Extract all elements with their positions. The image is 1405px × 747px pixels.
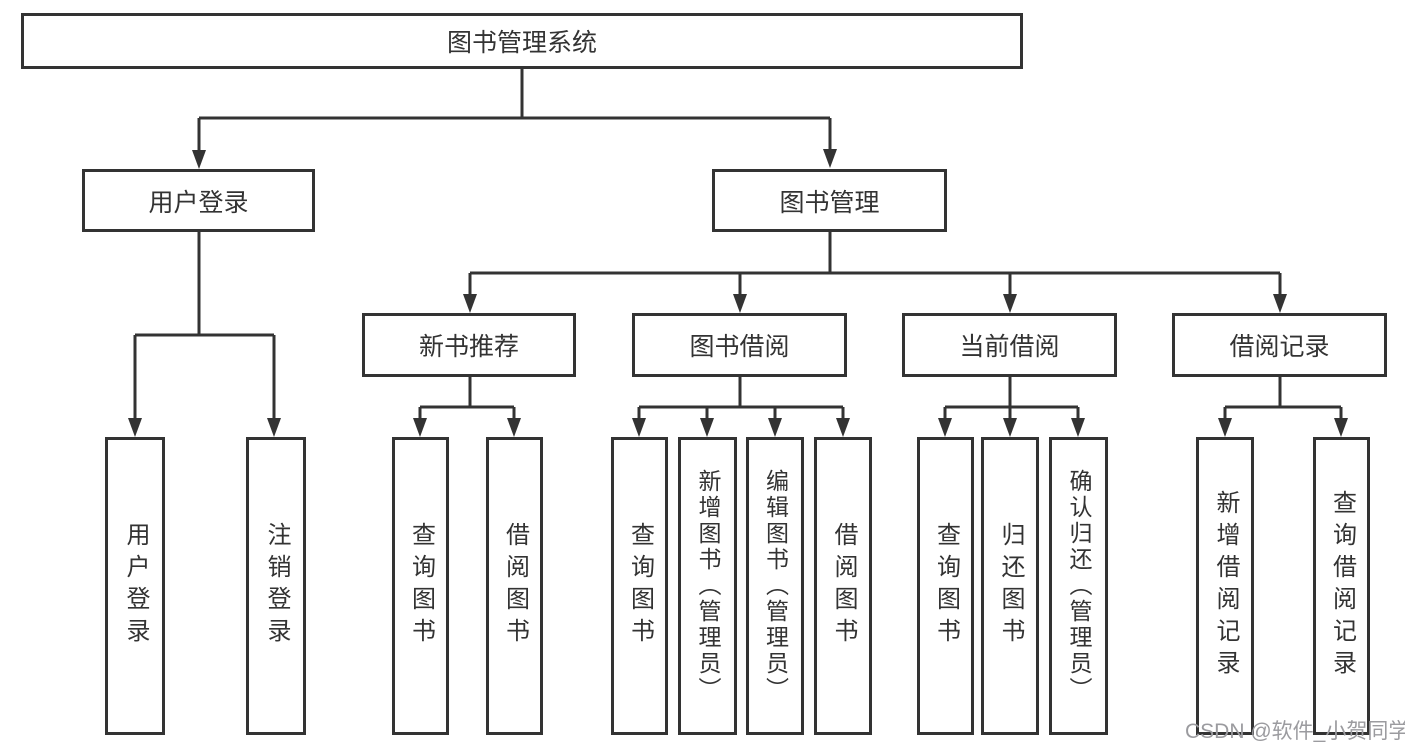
node-label: 新书推荐	[418, 333, 519, 361]
node-label: 新增图书（管理员）	[695, 469, 721, 703]
node-label: 借阅图书	[501, 522, 529, 650]
leaf-confirm-return-admin: 确认归还（管理员）	[1049, 437, 1108, 735]
node-current-borrowing: 当前借阅	[902, 313, 1117, 377]
leaf-query-borrow-record: 查询借阅记录	[1313, 437, 1370, 735]
node-label: 借阅图书	[830, 522, 857, 650]
leaf-borrow-books: 借阅图书	[814, 437, 872, 735]
leaf-query-books-current: 查询图书	[917, 437, 974, 735]
node-label: 确认归还（管理员）	[1066, 469, 1092, 703]
node-label: 查询借阅记录	[1328, 490, 1356, 682]
leaf-add-borrow-record: 新增借阅记录	[1196, 437, 1254, 735]
node-label: 新增借阅记录	[1212, 490, 1239, 682]
node-book-management: 图书管理	[712, 169, 947, 232]
node-label: 归还图书	[997, 522, 1024, 650]
node-book-borrowing: 图书借阅	[632, 313, 847, 377]
leaf-logout: 注销登录	[246, 437, 306, 735]
node-library-management-system: 图书管理系统	[21, 13, 1023, 69]
leaf-query-books-recommend: 查询图书	[392, 437, 449, 735]
csdn-watermark: CSDN @软件_小贺同学	[1185, 720, 1405, 743]
node-label: 用户登录	[122, 522, 149, 650]
node-label: 当前借阅	[959, 333, 1060, 361]
leaf-user-login: 用户登录	[105, 437, 165, 735]
leaf-query-books-borrowing: 查询图书	[611, 437, 668, 735]
leaf-add-books-admin: 新增图书（管理员）	[678, 437, 737, 735]
node-label: 借阅记录	[1229, 333, 1330, 361]
leaf-return-books: 归还图书	[981, 437, 1039, 735]
node-label: 查询图书	[407, 522, 435, 650]
node-label: 图书借阅	[689, 333, 790, 361]
node-label: 图书管理系统	[446, 29, 597, 57]
node-label: 查询图书	[932, 522, 960, 650]
node-label: 编辑图书（管理员）	[762, 469, 789, 703]
node-user-login: 用户登录	[82, 169, 315, 232]
node-borrow-records: 借阅记录	[1172, 313, 1387, 377]
node-label: 用户登录	[148, 188, 249, 217]
leaf-edit-books-admin: 编辑图书（管理员）	[746, 437, 804, 735]
node-label: 查询图书	[626, 522, 654, 650]
node-label: 图书管理	[779, 188, 880, 217]
node-label: 注销登录	[263, 522, 290, 650]
leaf-borrow-books-recommend: 借阅图书	[486, 437, 543, 735]
node-new-book-recommend: 新书推荐	[362, 313, 576, 377]
